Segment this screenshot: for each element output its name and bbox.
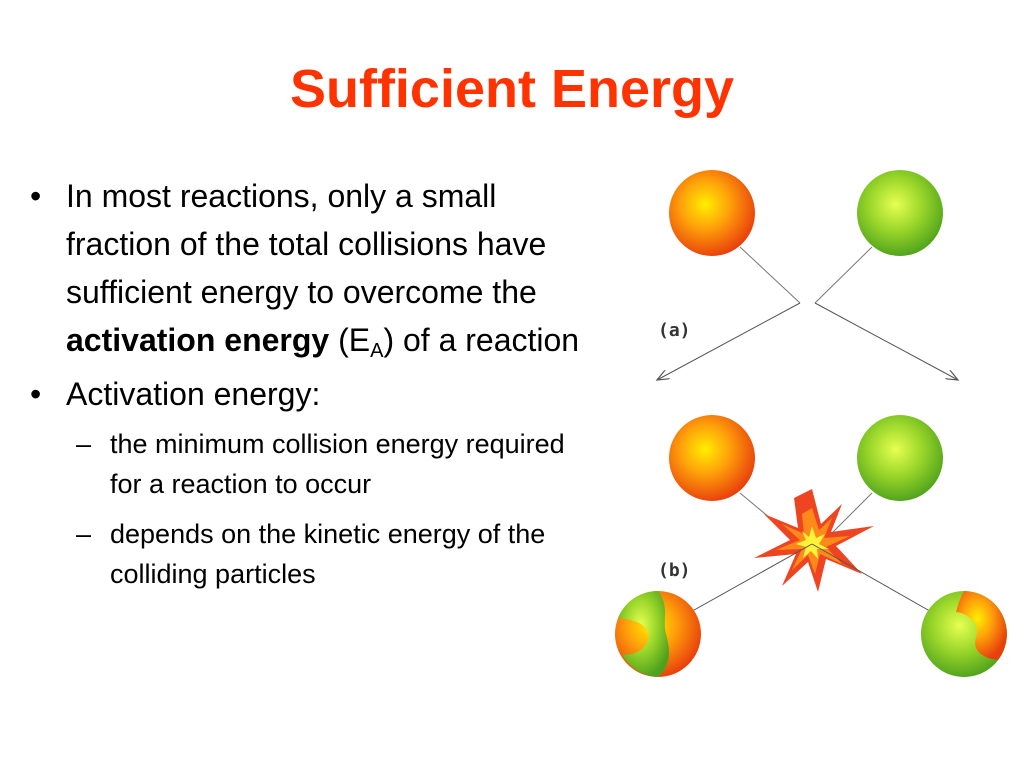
green-particle-sphere: [857, 415, 943, 501]
green-particle-sphere: [857, 170, 943, 256]
sub-bullet-text: depends on the kinetic energy of the col…: [110, 519, 546, 589]
panel-b: (b): [615, 415, 1007, 677]
product-particle-right: [921, 591, 1007, 677]
path-line: [814, 246, 873, 304]
bullet-text: In most reactions, only a small fraction…: [66, 178, 547, 310]
bullet-text: Activation energy:: [66, 376, 321, 412]
arrow-icon: [814, 302, 958, 380]
sub-bullet-kinetic-energy: – depends on the kinetic energy of the c…: [30, 514, 590, 594]
ea-open: (E: [338, 322, 371, 358]
panel-a: (a): [657, 170, 958, 380]
arrow-icon: [657, 302, 801, 380]
sub-bullet-marker: –: [76, 519, 92, 549]
activation-energy-term: activation energy: [66, 322, 330, 358]
bullet-text-end: ) of a reaction: [383, 322, 580, 358]
sub-bullet-minimum-energy: – the minimum collision energy required …: [30, 424, 590, 504]
bullet-marker: •: [30, 376, 42, 412]
panel-a-label: (a): [658, 320, 691, 341]
collision-burst-icon: [754, 489, 874, 592]
product-particle-left: [615, 590, 701, 677]
path-line: [739, 246, 801, 304]
slide-title: Sufficient Energy: [289, 59, 735, 119]
slide-body: • In most reactions, only a small fracti…: [30, 172, 590, 604]
bullet-marker: •: [30, 178, 42, 214]
bullet-item-activation-energy: • Activation energy:: [30, 370, 590, 418]
bullet-item-collisions: • In most reactions, only a small fracti…: [30, 172, 590, 364]
collision-diagram: (a) (b): [615, 170, 1007, 677]
orange-particle-sphere: [669, 415, 755, 501]
sub-bullet-text: the minimum collision energy required fo…: [110, 429, 565, 499]
panel-b-label: (b): [658, 560, 691, 581]
sub-bullet-marker: –: [76, 429, 92, 459]
ea-subscript: A: [370, 340, 384, 362]
orange-particle-sphere: [669, 170, 755, 256]
